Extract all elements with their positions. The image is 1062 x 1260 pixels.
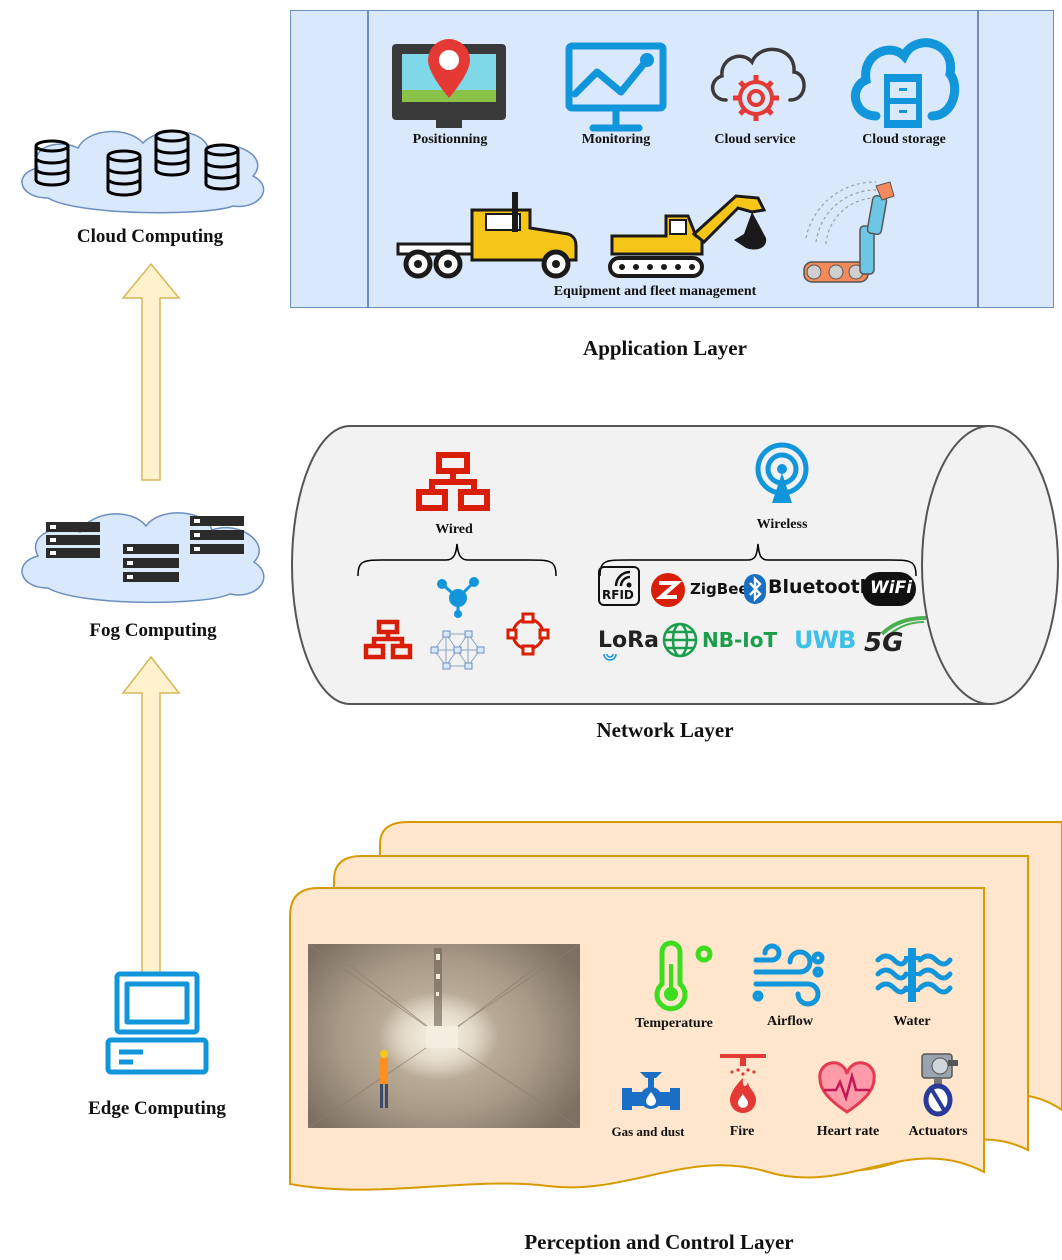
gas-dust-label: Gas and dust xyxy=(611,1124,685,1139)
zigbee-logo: ZigBee xyxy=(650,572,754,608)
robotic-arm-icon xyxy=(803,181,895,283)
fire-sprinkler-icon xyxy=(720,1054,766,1113)
wired-brace xyxy=(357,543,557,577)
equipment-label: Equipment and fleet management xyxy=(553,284,757,299)
water-icon xyxy=(875,948,953,1002)
edge-computer-icon xyxy=(105,971,209,1075)
temperature-label: Temperature xyxy=(635,1016,713,1031)
heart-rate-label: Heart rate xyxy=(816,1124,880,1139)
perception-layer-title: Perception and Control Layer xyxy=(524,1230,794,1254)
positioning-icon xyxy=(392,39,506,128)
nbiot-logo: NB-IoT xyxy=(662,622,782,662)
actuators-label: Actuators xyxy=(908,1124,968,1139)
wired-label: Wired xyxy=(435,522,473,537)
mesh-topology-icon xyxy=(430,630,485,670)
arrow-up-to-cloud xyxy=(121,262,181,481)
wireless-antenna-icon xyxy=(755,442,809,503)
excavator-icon xyxy=(608,194,767,278)
truck-icon xyxy=(396,192,578,279)
uwb-logo: UWB xyxy=(794,624,858,660)
rfid-logo: RFID xyxy=(598,566,640,606)
bluetooth-text: Bluetooth xyxy=(768,576,874,598)
wired-network-icon xyxy=(416,452,490,511)
network-layer-title: Network Layer xyxy=(596,718,734,742)
gas-valve-icon xyxy=(622,1072,680,1110)
star-topology-icon xyxy=(437,577,479,618)
lora-text: LoRa xyxy=(598,628,659,653)
water-label: Water xyxy=(893,1014,931,1029)
cloud-storage-icon xyxy=(851,38,960,128)
monitoring-label: Monitoring xyxy=(581,132,651,147)
cloud-service-label: Cloud service xyxy=(714,132,796,147)
fire-label: Fire xyxy=(729,1124,755,1139)
zigbee-text: ZigBee xyxy=(690,580,749,598)
airflow-icon xyxy=(752,943,825,1007)
ring-topology-icon xyxy=(506,612,550,656)
edge-computing-label: Edge Computing xyxy=(88,1098,226,1119)
thermometer-icon xyxy=(654,940,713,1012)
nbiot-text: NB-IoT xyxy=(702,628,778,652)
wireless-brace xyxy=(599,543,917,577)
positioning-label: Positionning xyxy=(412,132,488,147)
heart-rate-icon xyxy=(818,1061,876,1114)
wifi-logo: WiFi xyxy=(862,572,916,606)
monitoring-icon xyxy=(565,42,667,132)
cloud-service-icon xyxy=(711,47,806,121)
cloud-storage-label: Cloud storage xyxy=(862,132,946,147)
lora-logo: LoRa xyxy=(596,624,659,664)
wifi-text: WiFi xyxy=(870,578,913,598)
application-layer-title: Application Layer xyxy=(583,336,747,360)
wired-lan-icon xyxy=(363,619,413,660)
cloud-computing-icon xyxy=(21,129,265,214)
mine-tunnel-photo xyxy=(308,944,580,1128)
airflow-label: Airflow xyxy=(767,1014,813,1029)
uwb-text: UWB xyxy=(794,626,856,654)
rfid-text: RFID xyxy=(602,588,634,602)
arrow-up-to-fog xyxy=(121,655,181,974)
bluetooth-logo: Bluetooth xyxy=(744,572,873,606)
fog-computing-icon xyxy=(21,512,265,604)
fog-computing-label: Fog Computing xyxy=(89,620,217,641)
cloud-computing-label: Cloud Computing xyxy=(76,226,224,247)
wireless-label: Wireless xyxy=(756,517,808,532)
5g-text: 5G xyxy=(864,628,904,658)
5g-logo: 5G xyxy=(864,616,928,662)
actuator-icon xyxy=(921,1053,958,1117)
